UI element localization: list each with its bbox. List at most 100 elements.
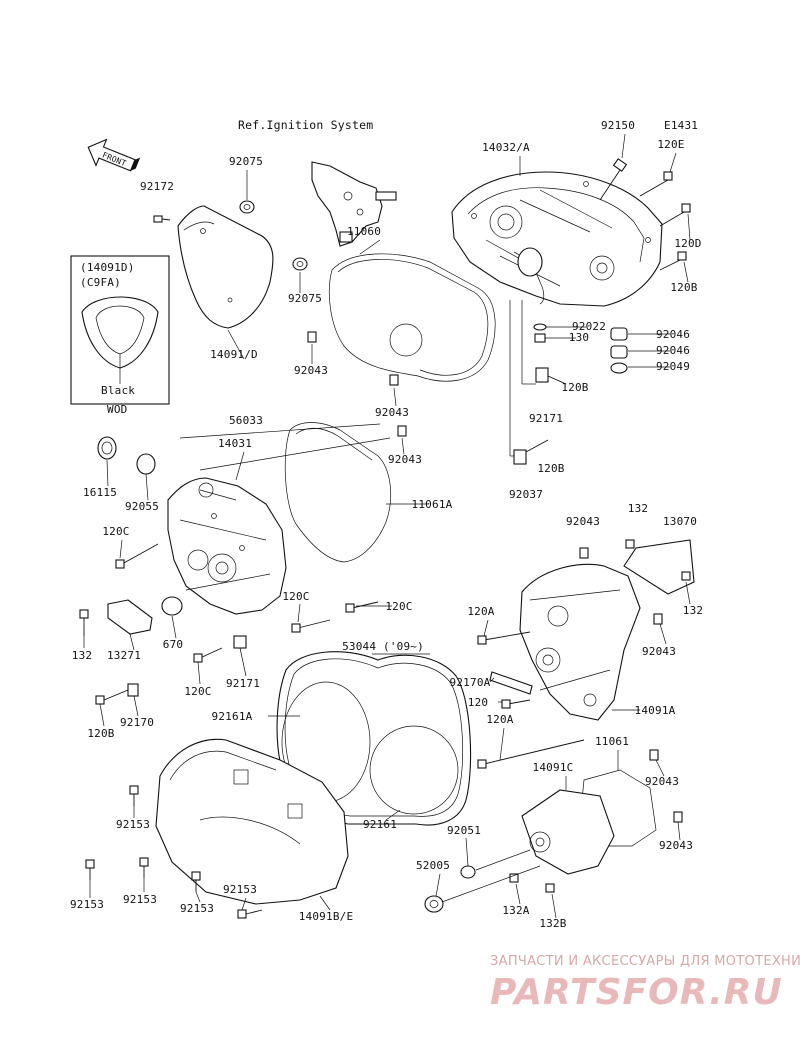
part-132B-screw: [545, 883, 555, 893]
part-92043-dowel-right-top: [579, 547, 589, 559]
part-53044-cover: [276, 651, 472, 826]
part-92055-o-ring: [136, 453, 156, 475]
part-label-92043: 92043: [388, 453, 422, 466]
part-92049-seal: [610, 362, 628, 374]
part-label-120b: 120B: [670, 281, 697, 294]
part-label-92055: 92055: [125, 500, 159, 513]
part-label-52005: 52005: [416, 859, 450, 872]
part-92046-collar-a: [610, 327, 628, 341]
part-label-120a: 120A: [486, 713, 513, 726]
part-label-92170: 92170: [120, 716, 154, 729]
part-label-14032-a: 14032/A: [482, 141, 530, 154]
part-label-92075: 92075: [229, 155, 263, 168]
part-label-11061a: 11061A: [412, 498, 453, 511]
part-132-screw-left: [79, 609, 89, 636]
part-label-132: 132: [683, 604, 703, 617]
part-92150-bolt: [599, 158, 628, 201]
part-92043-dowel-right-mid: [653, 613, 663, 625]
part-label-13070: 13070: [663, 515, 697, 528]
part-label-56033: 56033: [229, 414, 263, 427]
part-52005-seal: [424, 895, 444, 913]
part-92022-washer: [533, 323, 547, 331]
part-label-92043: 92043: [659, 839, 693, 852]
part-label-13271: 13271: [107, 649, 141, 662]
part-120D-bolt: [659, 203, 691, 227]
part-14091A-housing: [519, 563, 641, 721]
part-92153-screw-c: [139, 857, 149, 878]
part-14031-cover: [167, 477, 287, 615]
ignition-bracket: [311, 161, 397, 247]
watermark: ЗАПЧАСТИ И АКСЕССУАРЫ ДЛЯ МОТОТЕХНИКИ PA…: [490, 954, 800, 1013]
part-label-14031: 14031: [218, 437, 252, 450]
part-label-92037: 92037: [509, 488, 543, 501]
part-92153-screw-a: [129, 785, 139, 806]
part-label-92043: 92043: [645, 775, 679, 788]
part-label-14091b-e: 14091B/E: [299, 910, 354, 923]
leader-lines: [83, 133, 691, 919]
part-14091B-E-cover: [155, 738, 349, 905]
part-130-nut: [534, 333, 546, 343]
part-label-92043: 92043: [294, 364, 328, 377]
part-label-92171: 92171: [529, 412, 563, 425]
part-120A-bolt-lower: [477, 739, 585, 769]
part-label-92161a: 92161A: [212, 710, 253, 723]
part-16115-cap: [97, 436, 117, 460]
part-132-screw-right: [625, 539, 691, 581]
part-92170-clamp: [95, 683, 139, 705]
part-label-120c: 120C: [282, 590, 309, 603]
part-label-92043: 92043: [375, 406, 409, 419]
inset-box: (14091D) (C9FA) Black: [70, 255, 170, 405]
part-label-11060: 11060: [347, 225, 381, 238]
part-92171-clamp-top: [535, 367, 567, 385]
part-11060-gasket: [328, 253, 496, 382]
part-label-120c: 120C: [102, 525, 129, 538]
part-92043-dowel-b: [389, 374, 399, 386]
inset-line1: (14091D): [80, 261, 135, 274]
part-120C-bolt-mid: [291, 619, 331, 633]
part-11061A-gasket: [284, 422, 391, 563]
part-label-92043: 92043: [642, 645, 676, 658]
part-label-132b: 132B: [539, 917, 566, 930]
part-label-11061: 11061: [595, 735, 629, 748]
ref-note: Ref.Ignition System: [238, 118, 373, 132]
part-label-92153: 92153: [70, 898, 104, 911]
part-92043-dowel-c: [397, 425, 407, 437]
part-92075-grommet-top: [239, 200, 255, 214]
part-14032-A-cover: [451, 171, 663, 307]
part-120B-bolt-top: [659, 251, 687, 271]
part-92037-clamp: [513, 439, 549, 465]
part-92043-dowel-a: [307, 331, 317, 343]
part-label-120a: 120A: [467, 605, 494, 618]
part-92153-screw-d: [191, 871, 201, 892]
part-13271-plate: [107, 599, 153, 635]
part-label-92171: 92171: [226, 677, 260, 690]
part-92172-bolt: [153, 215, 171, 223]
part-label-132: 132: [628, 502, 648, 515]
part-label-92075: 92075: [288, 292, 322, 305]
part-label-130: 130: [569, 331, 589, 344]
part-label-53044-09-: 53044 ('09~): [342, 640, 424, 653]
part-label-14091a: 14091A: [635, 704, 676, 717]
part-label-92022: 92022: [572, 320, 606, 333]
part-120A-bolt-upper: [477, 631, 531, 645]
ref-lines-top-right: [509, 300, 536, 457]
part-label-92170a: 92170A: [450, 676, 491, 689]
part-120C-bolt-right: [345, 601, 379, 613]
part-label-92153: 92153: [123, 893, 157, 906]
part-92051-washer: [460, 865, 476, 879]
part-14091C-cover: [521, 789, 615, 875]
part-label-92051: 92051: [447, 824, 481, 837]
part-120E-bolt: [639, 171, 673, 197]
diagram-code: E1431: [664, 119, 698, 132]
inset-color: Black: [101, 384, 135, 397]
part-120C-bolt-left: [115, 543, 159, 569]
part-92171-clamp-lower: [233, 635, 247, 649]
part-label-92043: 92043: [566, 515, 600, 528]
part-132A-screw: [509, 873, 519, 883]
front-arrow-icon: FRONT: [87, 138, 141, 172]
part-label-14091c: 14091C: [533, 761, 574, 774]
watermark-brand: PARTSFOR.RU: [490, 972, 783, 1013]
part-label-92049: 92049: [656, 360, 690, 373]
